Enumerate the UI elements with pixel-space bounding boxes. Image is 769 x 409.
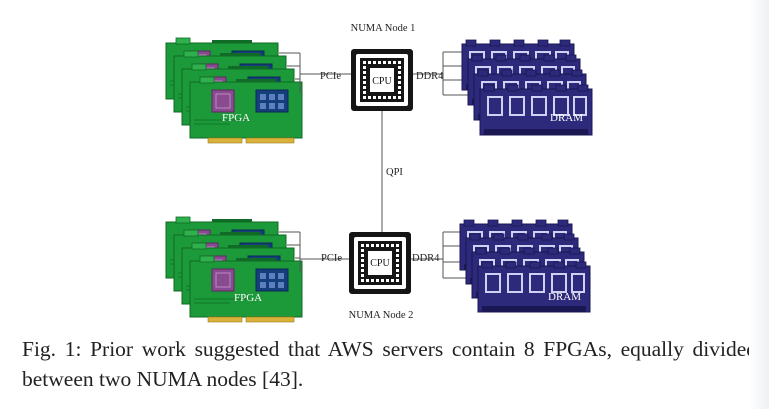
pcie-connector (279, 52, 351, 93)
pcie-connector (279, 231, 349, 272)
dram-label: DRAM (548, 291, 581, 303)
cpu-label: CPU (370, 258, 390, 269)
dram-stack: DRAM (461, 39, 593, 136)
cpu-label: CPU (372, 76, 392, 87)
fpga-label: FPGA (234, 292, 262, 304)
caption-text: Prior work suggested that AWS servers co… (22, 337, 758, 391)
figure-caption: Fig. 1: Prior work suggested that AWS se… (22, 334, 757, 394)
node-title: NUMA Node 1 (351, 23, 416, 34)
qpi-interconnect: QPI (381, 111, 403, 232)
pcie-label: PCIe (320, 71, 341, 82)
dram-label: DRAM (550, 112, 583, 124)
page-edge-shadow (749, 0, 769, 409)
fpga-card (189, 255, 303, 323)
pcie-label: PCIe (321, 253, 342, 264)
ddr4-label: DDR4 (416, 71, 444, 82)
numa-node-1: NUMA Node 1 FPGA PCIe CPU (165, 23, 593, 144)
cpu-chip: CPU (351, 49, 413, 111)
cpu-chip: CPU (349, 232, 411, 294)
fpga-label: FPGA (222, 112, 250, 124)
node-title: NUMA Node 2 (349, 310, 414, 321)
fpga-card (189, 76, 303, 144)
numa-diagram: NUMA Node 1 FPGA PCIe CPU (165, 23, 593, 323)
fpga-stack: FPGA (165, 37, 303, 144)
dram-module (479, 84, 593, 136)
numa-node-2: FPGA PCIe CPU DDR4 (165, 216, 591, 323)
dram-module (477, 261, 591, 313)
dram-stack: DRAM (459, 219, 591, 313)
qpi-label: QPI (386, 167, 403, 178)
fpga-stack: FPGA (165, 216, 303, 323)
ddr4-label: DDR4 (412, 253, 440, 264)
caption-label: Fig. 1: (22, 337, 82, 361)
